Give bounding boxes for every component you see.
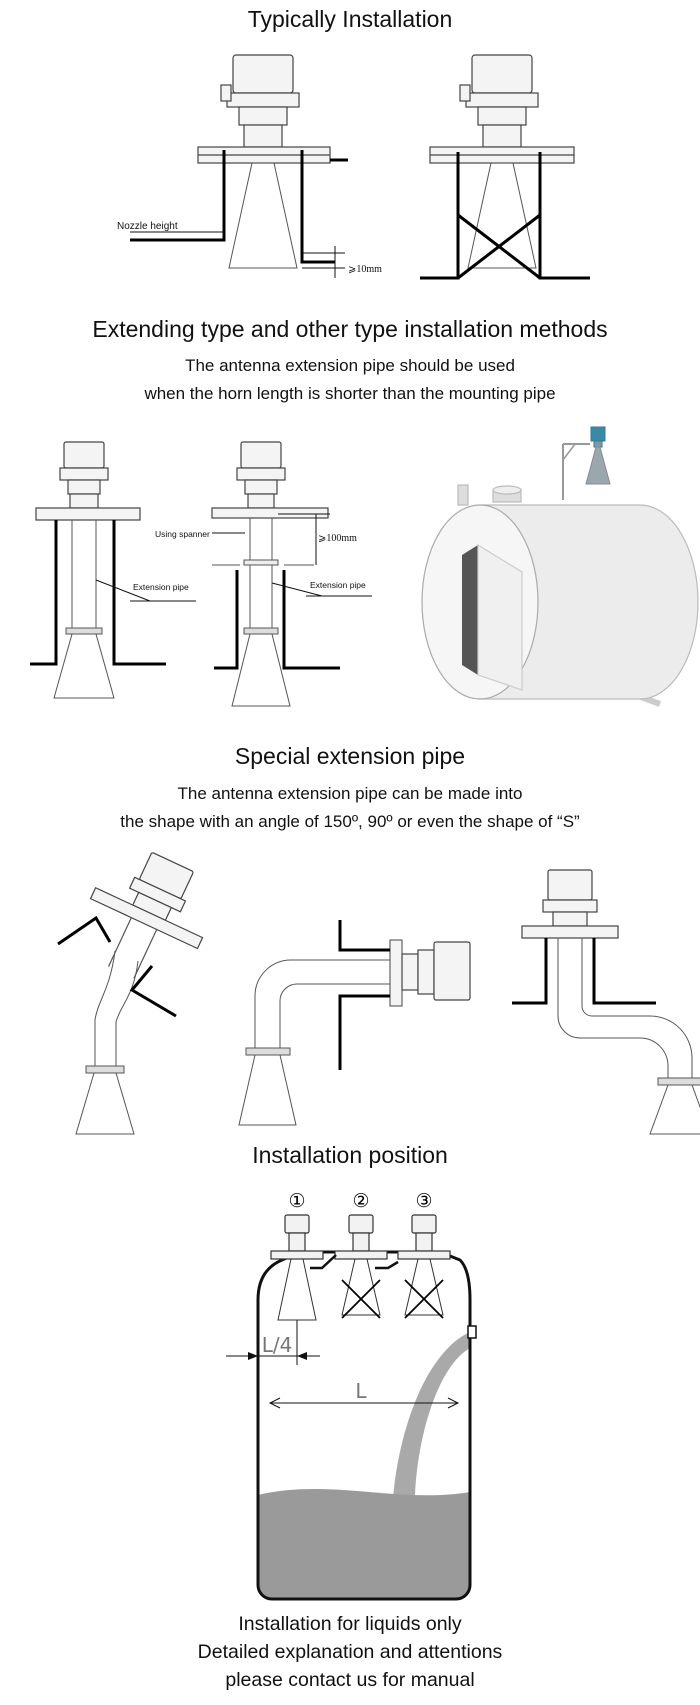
vertical-tank-body <box>256 1250 472 1601</box>
nozzle-ext-mid <box>214 570 340 670</box>
footer-line-1: Installation for liquids only <box>238 1613 462 1635</box>
footer-line-3: please contact us for manual <box>225 1669 475 1691</box>
extension-pipe-label-1: Extension pipe <box>133 582 189 592</box>
antenna-position-3 <box>404 1258 444 1316</box>
horizontal-tank-illustration <box>421 443 699 707</box>
special-extension-title: Special extension pipe <box>234 743 466 769</box>
nozzle-height-label: Nozzle height <box>117 221 178 232</box>
extending-type-title: Extending type and other type installati… <box>92 316 608 342</box>
antenna-position-1 <box>277 1258 317 1321</box>
gap-10mm-label: ⩾10mm <box>348 264 382 275</box>
liquid-fill <box>258 1489 470 1599</box>
extending-line-2: when the horn length is shorter than the… <box>144 384 556 403</box>
length-label: L <box>355 1379 367 1403</box>
radar-sensor-on-tank <box>585 426 611 485</box>
horn-antenna-right <box>467 162 537 269</box>
nozzle-ext-left <box>30 520 166 666</box>
special-line-2: the shape with an angle of 150º, 90º or … <box>120 812 580 831</box>
nozzle-right <box>420 152 590 280</box>
footer-line-2: Detailed explanation and attentions <box>197 1641 503 1663</box>
extension-pipe-mid <box>212 518 314 707</box>
s-shaped-pipe-unit <box>512 869 700 1135</box>
special-line-1: The antenna extension pipe can be made i… <box>177 784 523 803</box>
radar-transmitter-right <box>429 54 575 164</box>
angled-90-pipe-unit <box>238 920 471 1126</box>
extension-pipe-left <box>53 520 115 699</box>
radar-transmitter-ext-mid <box>211 441 329 519</box>
radar-transmitter-ext-left <box>35 441 141 521</box>
radar-transmitter-left <box>197 54 331 164</box>
tank-transmitters <box>270 1214 451 1260</box>
antenna-position-2 <box>341 1258 381 1316</box>
extending-line-1: The antenna extension pipe should be use… <box>185 356 515 375</box>
horn-antenna-left <box>228 162 298 269</box>
using-spanner-label: Using spanner <box>155 529 210 539</box>
gap-100mm-label: ⩾100mm <box>318 533 357 544</box>
nozzle-left <box>130 150 348 264</box>
angled-150-pipe-unit <box>57 852 204 1135</box>
position-marker-1: ① <box>288 1190 305 1212</box>
extension-pipe-label-2: Extension pipe <box>310 580 366 590</box>
inlet-stream <box>393 1332 470 1498</box>
position-marker-2: ② <box>352 1190 369 1212</box>
footer-text: Installation for liquids only Detailed e… <box>0 1610 700 1694</box>
typical-installation-title: Typically Installation <box>247 6 453 32</box>
position-marker-3: ③ <box>415 1190 432 1212</box>
quarter-length-label: L/4 <box>262 1333 293 1357</box>
installation-position-title: Installation position <box>252 1142 448 1168</box>
